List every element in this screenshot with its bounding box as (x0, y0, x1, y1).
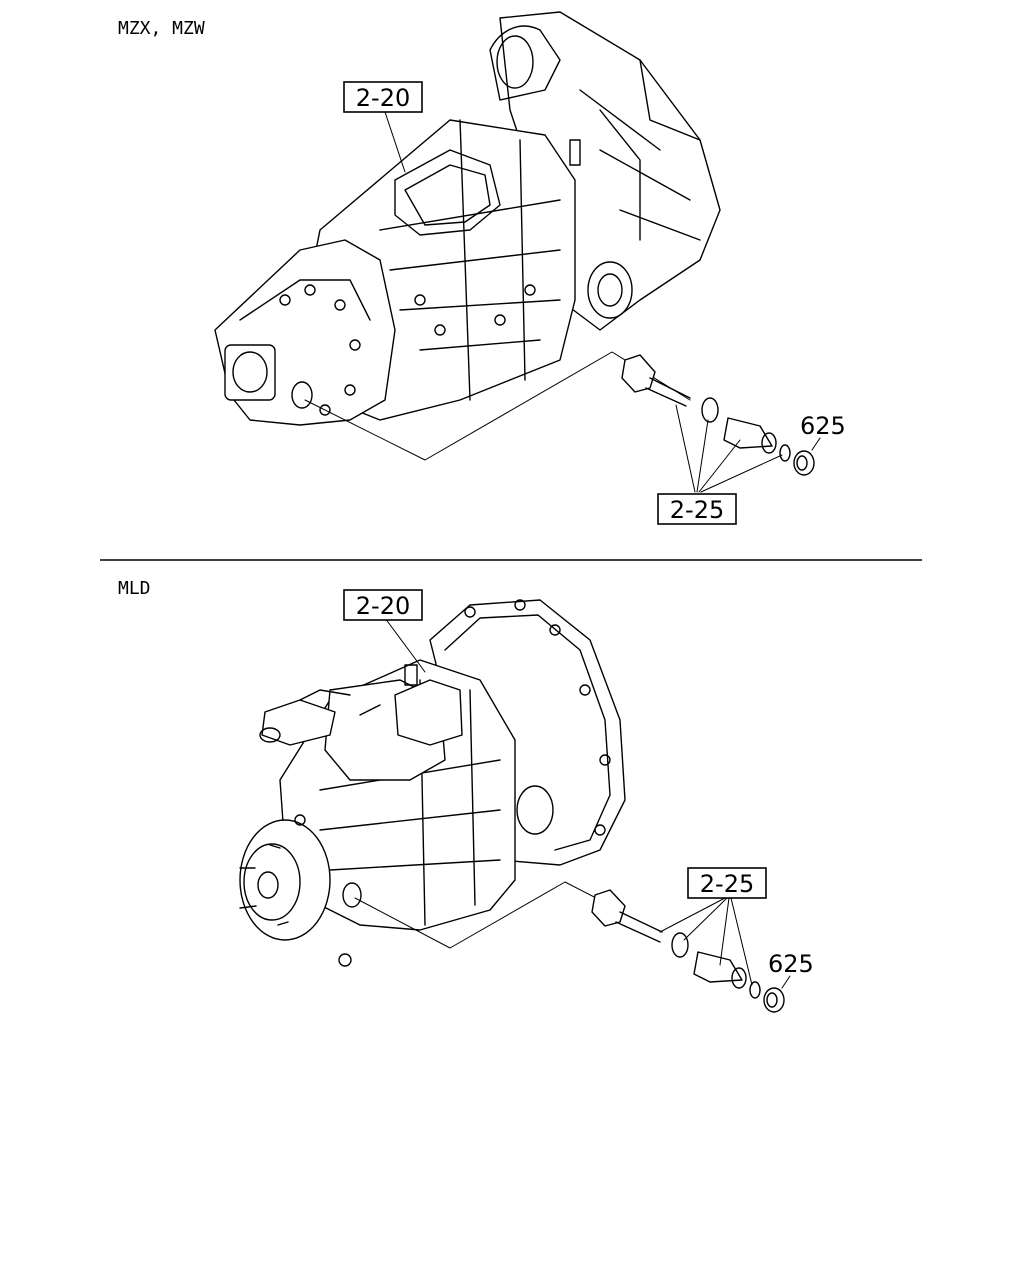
svg-text:2-20: 2-20 (356, 592, 410, 620)
callout-2-25-bottom: 2-25 (687, 867, 767, 899)
transmission-drawing-bottom (239, 599, 626, 967)
svg-text:2-25: 2-25 (670, 496, 724, 524)
model-label-mzx-mzw: MZX, MZW (118, 18, 205, 39)
section-mld: MLD (118, 578, 814, 1013)
leader-line-bottom (354, 881, 601, 949)
part-no-625-bottom: 625 (768, 950, 814, 978)
model-label-mld: MLD (118, 578, 151, 599)
callout-2-20-top: 2-20 (343, 81, 423, 113)
section-mzx-mzw: MZX, MZW (118, 11, 846, 525)
leader-2-20-top (384, 111, 406, 173)
leaders-2-25-top (675, 404, 783, 493)
svg-text:2-20: 2-20 (356, 84, 410, 112)
speedometer-gear-assembly-top (621, 354, 791, 462)
part-no-625-top: 625 (800, 412, 846, 440)
callout-2-20-bottom: 2-20 (343, 589, 423, 621)
callout-2-25-top: 2-25 (657, 493, 737, 525)
svg-text:2-25: 2-25 (700, 870, 754, 898)
leaders-2-25-bottom (659, 897, 753, 986)
leader-2-20-bottom (384, 617, 426, 673)
transmission-drawing-top (214, 11, 721, 426)
speedometer-gear-assembly-bottom (591, 889, 761, 999)
part-625-bottom (763, 975, 791, 1013)
part-625-top (793, 437, 821, 476)
